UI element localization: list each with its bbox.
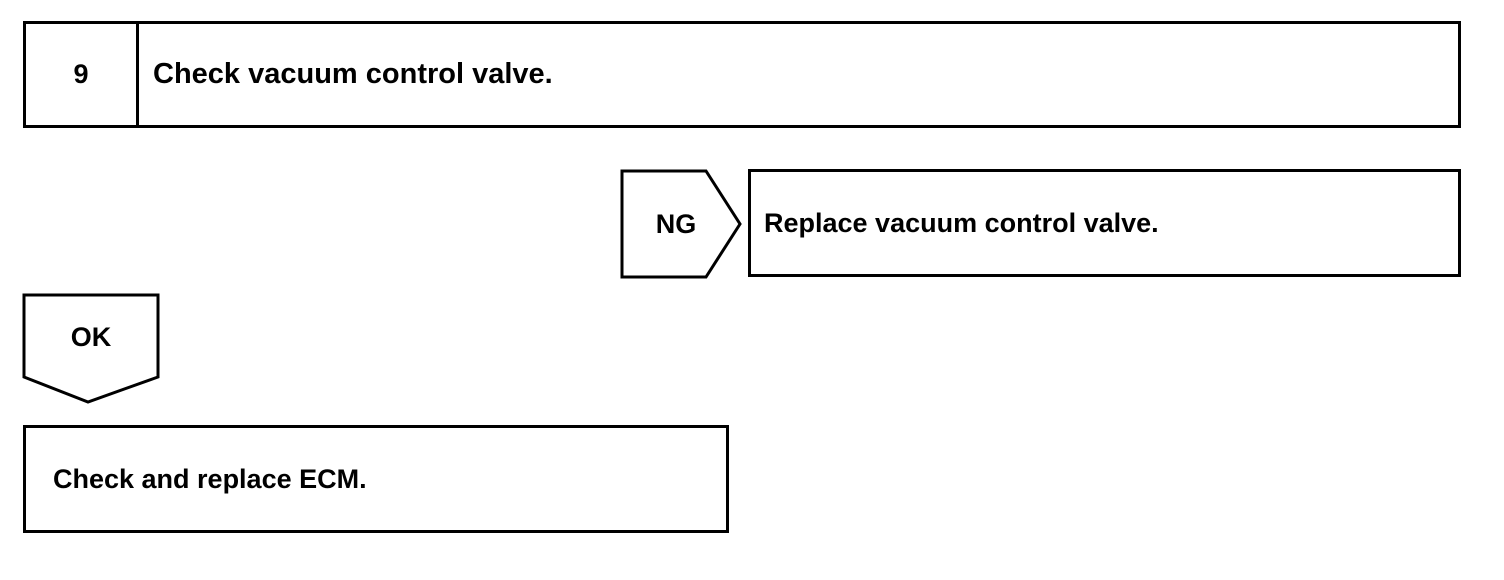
step-number: 9 bbox=[26, 24, 139, 125]
ok-label: OK bbox=[70, 321, 112, 352]
ng-action-text: Replace vacuum control valve. bbox=[764, 207, 1159, 238]
ok-action-box: Check and replace ECM. bbox=[23, 425, 729, 533]
ng-label: NG bbox=[655, 208, 697, 239]
ng-action-box: Replace vacuum control valve. bbox=[748, 169, 1461, 277]
step-title: Check vacuum control valve. bbox=[153, 58, 553, 90]
step-header-box: 9 Check vacuum control valve. bbox=[23, 21, 1461, 128]
ok-action-text: Check and replace ECM. bbox=[53, 463, 367, 494]
